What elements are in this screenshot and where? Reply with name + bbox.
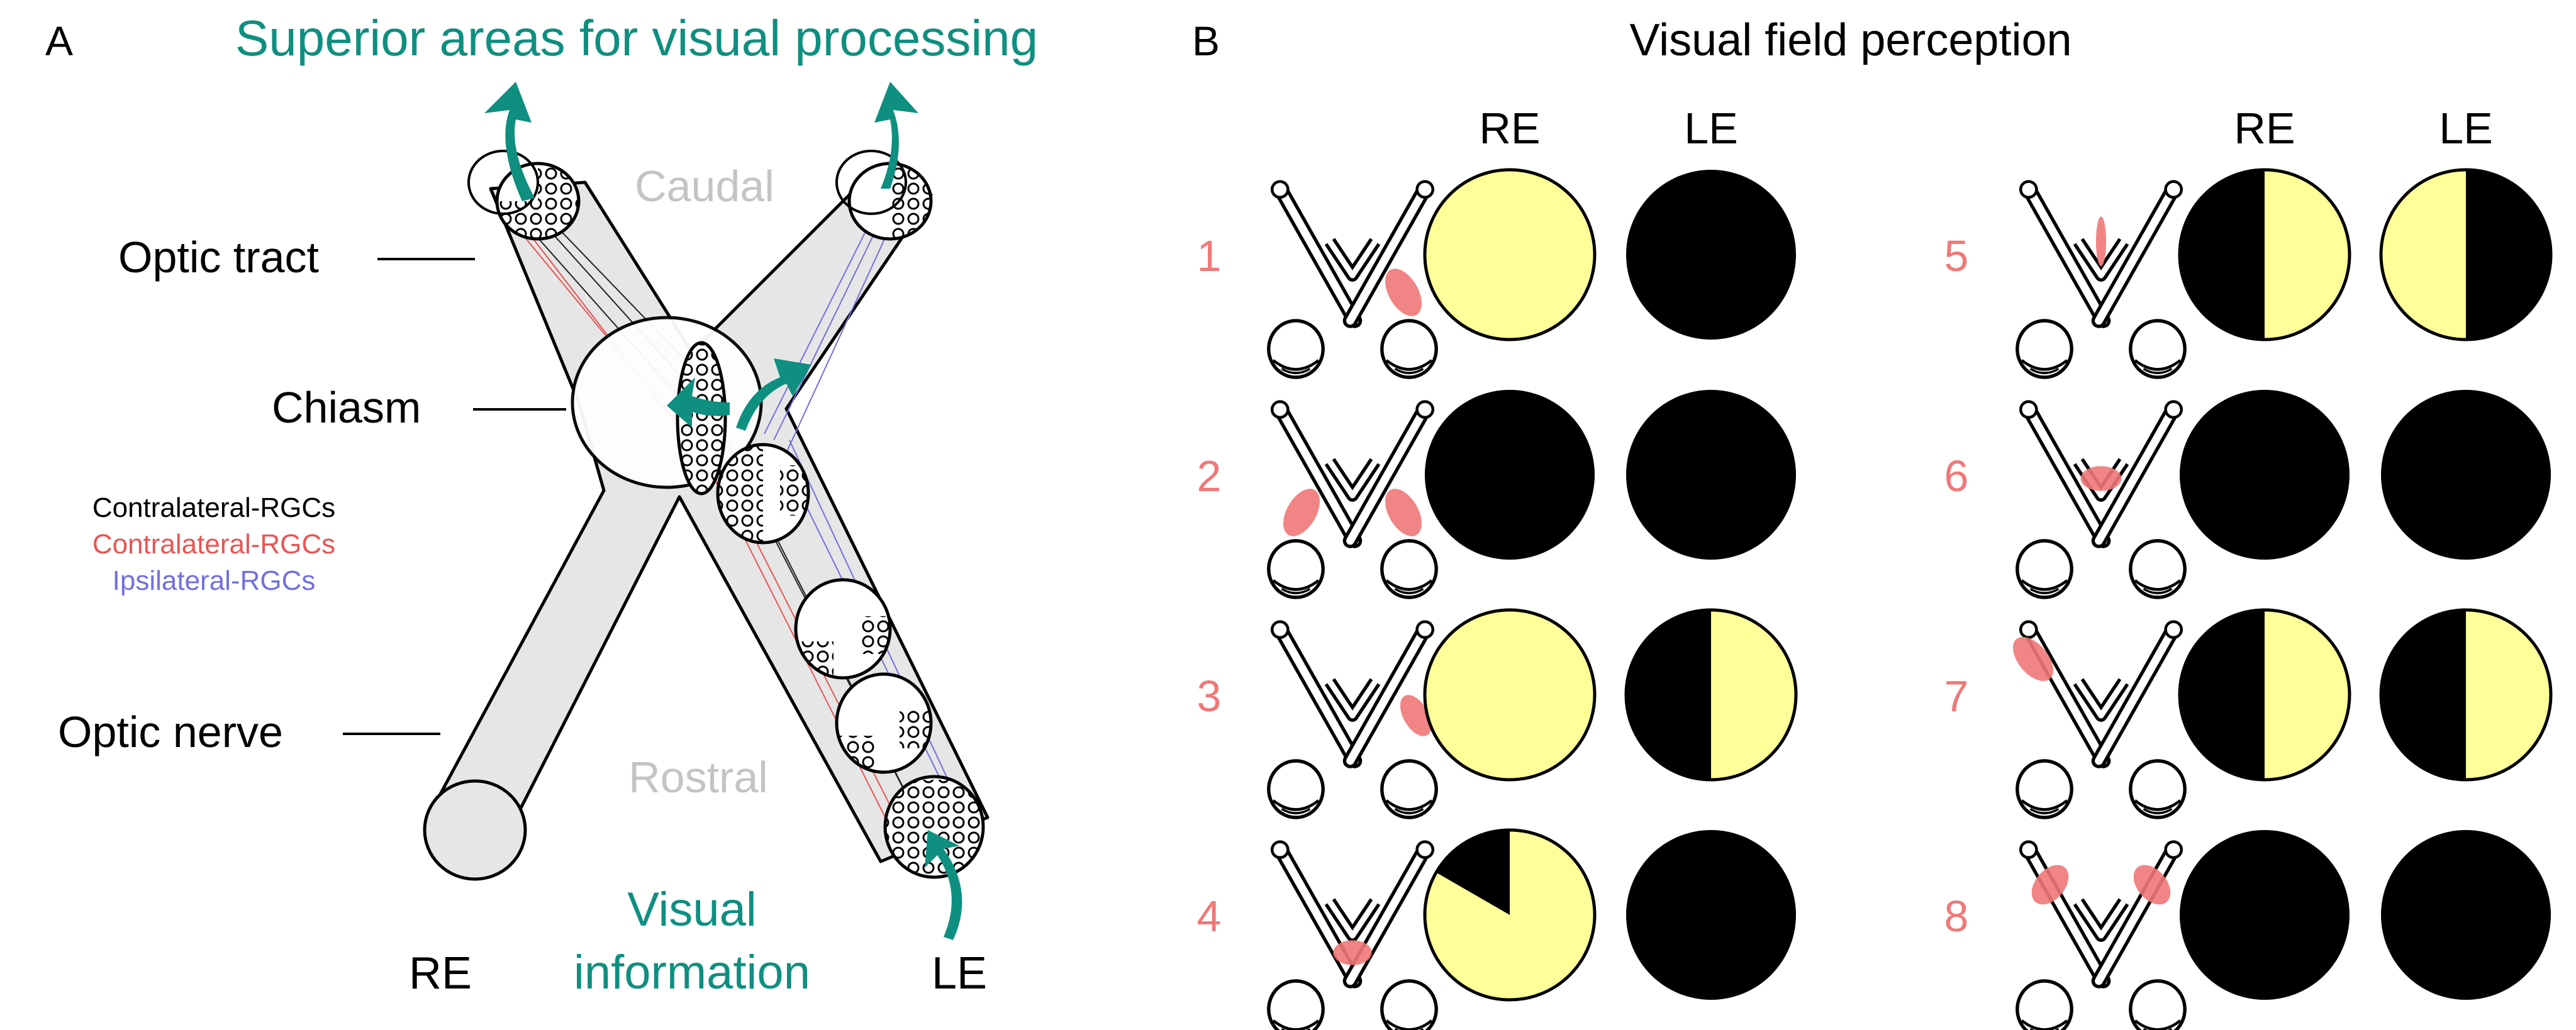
header-re-col1: RE	[1479, 104, 1540, 153]
header-re-col2: RE	[2234, 104, 2295, 153]
field-le	[1624, 608, 1798, 782]
field-le	[2381, 390, 2551, 560]
field-le	[1626, 170, 1796, 340]
field-re	[1423, 168, 1597, 341]
lesion-marker	[2133, 865, 2171, 905]
arrow-chiasm-up	[736, 358, 811, 431]
header-le-col2: LE	[2439, 104, 2493, 153]
eye-chiasm-icon	[1269, 402, 1436, 597]
case-2: 2	[1197, 390, 1796, 597]
eye-chiasm-icon	[2005, 622, 2185, 817]
case-6: 6	[1944, 390, 2551, 597]
label-chiasm: Chiasm	[272, 383, 421, 432]
panel-a-title: Superior areas for visual processing	[235, 10, 1038, 66]
panel-a-letter: A	[45, 18, 73, 64]
lesion-marker	[1385, 269, 1422, 316]
header-le-col1: LE	[1684, 104, 1738, 153]
case-number: 4	[1197, 892, 1222, 941]
panel-b-letter: B	[1192, 18, 1220, 64]
eye-chiasm-icon	[2017, 402, 2185, 597]
lesion-marker	[1400, 695, 1432, 736]
lesion-marker	[1385, 489, 1422, 536]
label-rostral: Rostral	[628, 753, 768, 802]
case-4: 4	[1197, 828, 1796, 1030]
field-re	[1423, 608, 1597, 782]
panel-a-chiasm-diagram: A Superior areas for visual processing	[45, 10, 1038, 999]
case-number: 2	[1197, 451, 1222, 501]
label-optic-tract: Optic tract	[118, 233, 319, 282]
legend-contralateral-black: Contralateral-RGCs	[92, 492, 335, 523]
cross-section-left-nerve-mid2	[835, 672, 933, 774]
field-re	[2180, 390, 2350, 560]
arrow-rostral-up	[925, 830, 962, 940]
panel-b-title: Visual field perception	[1629, 15, 2071, 65]
field-re	[1425, 390, 1595, 560]
label-left-eye: LE	[932, 948, 987, 999]
lesion-marker	[2080, 466, 2122, 491]
eye-chiasm-icon	[1269, 622, 1438, 817]
field-le	[2379, 608, 2553, 782]
case-7: 7	[1944, 608, 2553, 817]
legend-contralateral-red: Contralateral-RGCs	[92, 529, 335, 560]
lesion-marker	[2031, 865, 2069, 905]
label-right-eye: RE	[409, 948, 472, 999]
case-number: 3	[1197, 672, 1222, 721]
arrow-chiasm-left	[667, 377, 730, 428]
cross-section-right-nerve-end	[423, 779, 527, 881]
field-le	[1626, 390, 1796, 560]
lesion-marker	[1283, 489, 1320, 536]
label-caudal: Caudal	[635, 162, 774, 211]
legend-ipsilateral-blue: Ipsilateral-RGCs	[113, 565, 316, 596]
field-le	[2379, 168, 2553, 341]
cases-layer: 1 2 3 4 5 6 7 8	[1197, 168, 2553, 1030]
cross-section-left-tract-upper	[716, 443, 810, 545]
eye-chiasm-icon	[1269, 182, 1436, 377]
field-le	[1626, 830, 1796, 1000]
label-visual: Visual	[627, 883, 757, 936]
arrow-top-right-up	[484, 82, 535, 201]
case-number: 6	[1944, 451, 1969, 501]
case-1: 1	[1197, 168, 1796, 377]
case-3: 3	[1197, 608, 1798, 817]
eye-chiasm-icon	[2017, 842, 2185, 1030]
eye-chiasm-icon	[1269, 842, 1436, 1030]
field-re	[2178, 608, 2351, 782]
lesion-marker	[1333, 940, 1372, 965]
visual-flow-arrows	[484, 82, 962, 940]
label-optic-nerve: Optic nerve	[58, 707, 283, 756]
field-re	[2180, 830, 2350, 1000]
arrow-top-left-up	[874, 82, 918, 189]
field-re	[2178, 168, 2351, 341]
field-re	[1423, 828, 1597, 1002]
case-number: 5	[1944, 231, 1969, 280]
eye-chiasm-icon	[2017, 182, 2185, 377]
cross-section-left-nerve-end	[883, 775, 985, 879]
case-number: 1	[1197, 231, 1222, 280]
case-number: 7	[1944, 672, 1969, 721]
field-le	[2381, 830, 2551, 1000]
case-5: 5	[1944, 168, 2553, 377]
case-8: 8	[1944, 830, 2551, 1030]
case-number: 8	[1944, 892, 1969, 941]
lesion-marker	[2095, 216, 2107, 267]
cross-section-left-nerve-mid1	[794, 578, 892, 680]
lesion-marker	[2012, 636, 2054, 682]
panel-b-visual-field: B Visual field perception RE LE RE LE 1 2…	[1192, 15, 2553, 1030]
label-information: information	[574, 946, 810, 999]
